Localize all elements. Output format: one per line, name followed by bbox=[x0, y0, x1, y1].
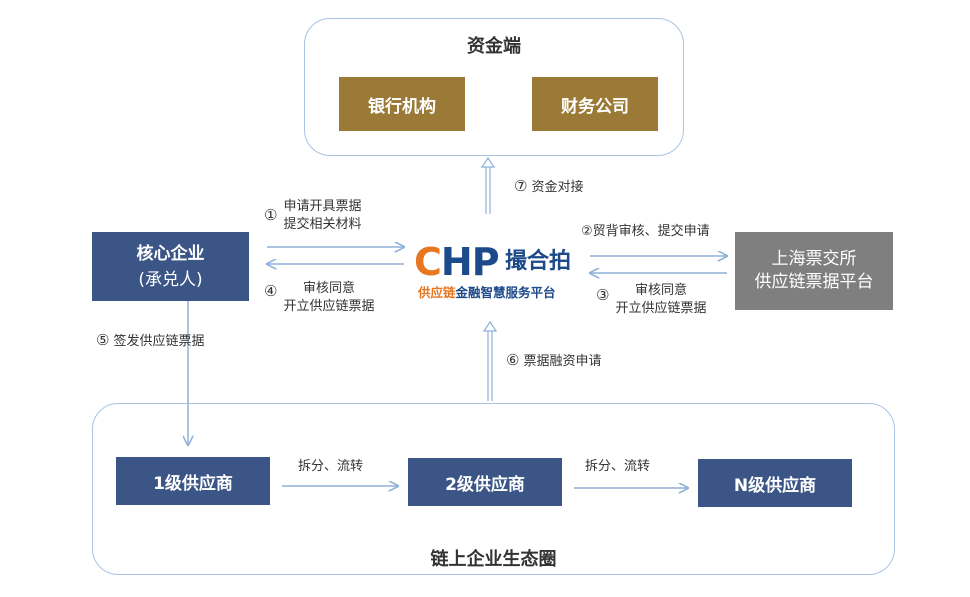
step2-label: ②贸背审核、提交申请 bbox=[581, 224, 710, 239]
ecosystem-title: 链上企业生态圈 bbox=[430, 549, 557, 570]
split-label-2: 拆分、流转 bbox=[585, 459, 651, 474]
core-enterprise-box: 核心企业 (承兑人) bbox=[92, 232, 249, 301]
funds-title: 资金端 bbox=[467, 36, 521, 57]
core-enterprise-name: 核心企业 bbox=[136, 243, 205, 264]
bank-box: 银行机构 bbox=[339, 77, 465, 131]
split-label-1: 拆分、流转 bbox=[298, 459, 364, 474]
tierN-supplier-box: N级供应商 bbox=[698, 459, 852, 507]
platform-name: 撮合拍 bbox=[505, 249, 572, 274]
exchange-platform-name: 供应链票据平台 bbox=[754, 272, 874, 292]
tier2-supplier-box: 2级供应商 bbox=[408, 458, 562, 506]
finance-company-box: 财务公司 bbox=[532, 77, 658, 131]
core-enterprise-role: (承兑人) bbox=[138, 269, 203, 290]
tier1-supplier-box: 1级供应商 bbox=[116, 457, 270, 505]
platform-subtitle: 供应链金融智慧服务平台 bbox=[418, 285, 556, 300]
arrow-ecosystem-to-platform bbox=[482, 320, 498, 401]
logo-mark: CHP bbox=[414, 240, 500, 284]
exchange-platform-box: 上海票交所 供应链票据平台 bbox=[735, 232, 893, 310]
exchange-name: 上海票交所 bbox=[771, 249, 857, 269]
arrow-platform-to-funds bbox=[480, 156, 496, 214]
